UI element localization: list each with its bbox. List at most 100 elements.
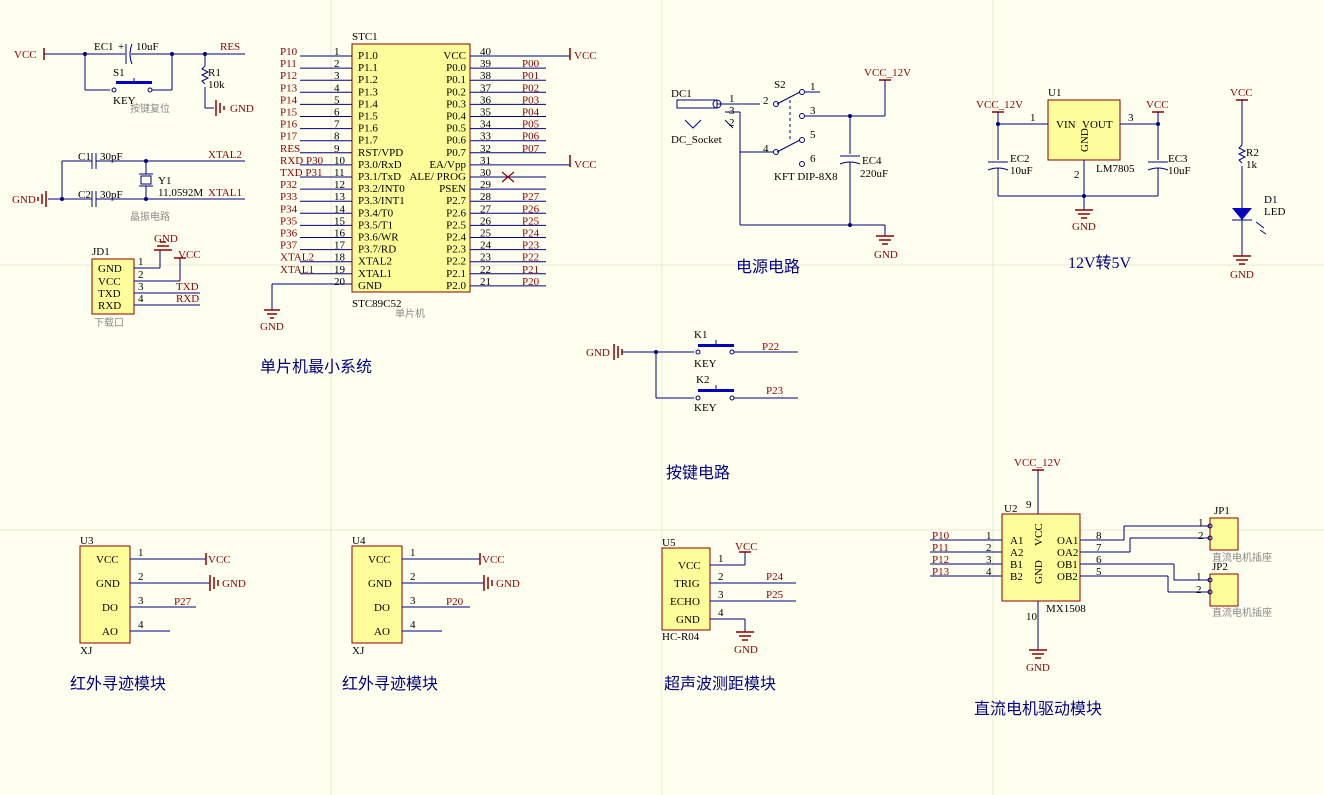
jp2-label: 直流电机插座 bbox=[1212, 606, 1272, 619]
jp2-ref: JP2 bbox=[1212, 561, 1228, 573]
stc-left-pin-num: 6 bbox=[334, 107, 340, 119]
jd1-pin-3: TXD bbox=[98, 288, 121, 300]
stc-left-pin-num: 7 bbox=[334, 119, 340, 131]
stc-left-net: P17 bbox=[280, 131, 298, 143]
reg-vcc: VCC bbox=[1146, 99, 1169, 111]
u5-net-trig: P24 bbox=[766, 571, 784, 583]
u5-ref: U5 bbox=[662, 537, 676, 549]
stc-left-pin-num: 12 bbox=[334, 179, 345, 191]
reset-circuit: VCC EC1 + 10uF RES S1 KEY 按键复位 R1 10k GN… bbox=[14, 41, 254, 116]
stc-right-net: P20 bbox=[522, 276, 540, 288]
jd1-num-1: 1 bbox=[138, 256, 144, 268]
stc-right-pin-name: VCC bbox=[443, 50, 466, 62]
u2-ref: U2 bbox=[1004, 503, 1017, 515]
power-gnd: GND bbox=[874, 249, 898, 261]
k1-type: KEY bbox=[694, 358, 717, 370]
u2-gnd-pin: GND bbox=[1033, 560, 1045, 584]
stc-right-pin-num: 26 bbox=[480, 215, 492, 227]
u3-pin-gnd: GND bbox=[96, 578, 120, 590]
stc-right-pin-name: P2.7 bbox=[446, 195, 466, 207]
stc-left-pin-name: P1.3 bbox=[358, 86, 378, 98]
crystal-circuit: C1 30pF XTAL2 Y1 11.0592M C2 30pF XTAL1 … bbox=[12, 149, 245, 223]
u2-in-pin: A2 bbox=[1010, 547, 1023, 559]
u4-pin-vcc: VCC bbox=[368, 554, 391, 566]
u3-vcc: VCC bbox=[208, 554, 231, 566]
stc-left-pin-name: P3.6/WR bbox=[358, 232, 399, 244]
stc-right-pin-name: P2.5 bbox=[446, 219, 466, 231]
stc-left-pin-num: 16 bbox=[334, 228, 346, 240]
u2-in-pin: B1 bbox=[1010, 559, 1023, 571]
stc-left-net: P12 bbox=[280, 70, 297, 82]
title-motor: 直流电机驱动模块 bbox=[974, 700, 1102, 718]
jp2-pin-2: 2 bbox=[1196, 584, 1202, 596]
u3-num-2: 2 bbox=[138, 571, 144, 583]
u2-out-pin: OA1 bbox=[1057, 535, 1078, 547]
u5-num-2: 2 bbox=[718, 571, 724, 583]
stc-gnd: GND bbox=[260, 321, 284, 333]
c2-value: 30pF bbox=[100, 189, 123, 201]
stc-right-pin-name: P2.6 bbox=[446, 207, 466, 219]
stc-left-pin-name: XTAL1 bbox=[358, 268, 392, 280]
u2-in-pin: A1 bbox=[1010, 535, 1023, 547]
u4-ref: U4 bbox=[352, 535, 366, 547]
c1-ref: C1 bbox=[78, 151, 91, 163]
stc-label: 单片机 bbox=[395, 307, 425, 320]
stc-left-pin-num: 14 bbox=[334, 203, 346, 215]
reg-pin-1: 1 bbox=[1030, 112, 1036, 124]
u3-module: U3 VCC GND DO AO 1 2 3 4 VCC GND P27 XJ bbox=[79, 535, 246, 657]
title-regulator: 12V转5V bbox=[1068, 254, 1132, 272]
u2-out-pin: OB1 bbox=[1057, 559, 1078, 571]
dc-socket: DC_Socket bbox=[671, 134, 722, 146]
u3-num-4: 4 bbox=[138, 619, 144, 631]
stc-right-pin-name: ALE/ PROG bbox=[409, 171, 466, 183]
ec3-ref: EC3 bbox=[1168, 153, 1188, 165]
d1-ref: D1 bbox=[1264, 194, 1277, 206]
reg-pin-3: 3 bbox=[1128, 112, 1134, 124]
u2-part: MX1508 bbox=[1046, 603, 1086, 615]
jd1-label: 下载口 bbox=[94, 317, 124, 329]
stc-left-pin-name: P1.5 bbox=[358, 111, 378, 123]
title-ultrasonic: 超声波测距模块 bbox=[664, 675, 776, 693]
stc-right-pin-name: EA/Vpp bbox=[429, 159, 466, 171]
u2-vcc-pin: VCC bbox=[1033, 523, 1045, 546]
u5-gnd: GND bbox=[734, 644, 758, 656]
stc-left-pin-name: P3.4/T0 bbox=[358, 207, 394, 219]
stc-right-net: P21 bbox=[522, 264, 539, 276]
stc-left-pin-num: 10 bbox=[334, 155, 346, 167]
stc-left-pin-num: 2 bbox=[334, 58, 340, 70]
stc-right-net: P04 bbox=[522, 107, 540, 119]
r1-ref: R1 bbox=[208, 67, 221, 79]
stc-right-power: VCC bbox=[574, 50, 597, 62]
stc-left-pin-num: 4 bbox=[334, 82, 340, 94]
stc-right-net: P22 bbox=[522, 252, 539, 264]
stc-right-net: P00 bbox=[522, 58, 540, 70]
u2-pin-10: 10 bbox=[1026, 611, 1038, 623]
stc-left-pin-num: 9 bbox=[334, 143, 340, 155]
switch-part: KFT DIP-8X8 bbox=[774, 171, 838, 183]
jd1-rxd: RXD bbox=[176, 293, 199, 305]
s2-pin-4: 5 bbox=[810, 129, 816, 141]
stc-left-net: P37 bbox=[280, 240, 298, 252]
stc-right-pin-name: P2.4 bbox=[446, 232, 466, 244]
u4-part: XJ bbox=[352, 645, 365, 657]
jp1-ref: JP1 bbox=[1214, 505, 1230, 517]
s1-type: KEY bbox=[113, 95, 136, 107]
stc-left-net: P14 bbox=[280, 94, 298, 106]
dc-pin-1: 1 bbox=[729, 93, 735, 105]
stc-right-net: P23 bbox=[522, 240, 540, 252]
jd1-num-3: 3 bbox=[138, 281, 144, 293]
c2-ref: C2 bbox=[78, 189, 91, 201]
stc-left-pin-name: P1.7 bbox=[358, 135, 378, 147]
stc-left-net: P32 bbox=[280, 179, 297, 191]
stc-left-net: P34 bbox=[280, 203, 298, 215]
u3-net: P27 bbox=[174, 596, 192, 608]
jd1-pin-1: GND bbox=[98, 263, 122, 275]
stc-right-pin-num: 38 bbox=[480, 70, 492, 82]
stc-right-pin-num: 33 bbox=[480, 131, 492, 143]
gnd-label: GND bbox=[230, 103, 254, 115]
stc-left-pin-name: P3.7/RD bbox=[358, 244, 396, 256]
u4-pin-gnd: GND bbox=[368, 578, 392, 590]
